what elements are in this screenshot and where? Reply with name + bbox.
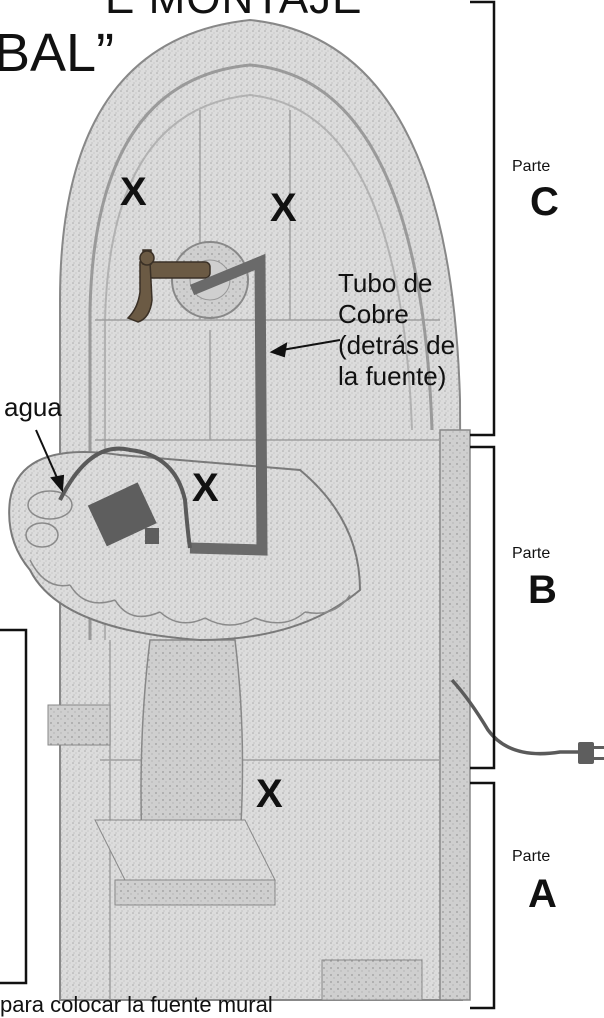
tube-callout-line-2: Cobre bbox=[338, 299, 455, 330]
part-a-label: A bbox=[528, 872, 557, 917]
part-b-label-small: Parte bbox=[512, 545, 550, 563]
x-mark-top-right: X bbox=[270, 186, 297, 231]
x-mark-bottom: X bbox=[256, 772, 283, 817]
part-a-bracket bbox=[470, 783, 494, 1008]
pedestal-base bbox=[95, 820, 275, 880]
tube-callout-line-3: (detrás de bbox=[338, 330, 455, 361]
tube-callout-line-4: la fuente) bbox=[338, 361, 455, 392]
part-a-label-small: Parte bbox=[512, 848, 550, 866]
part-c-bracket bbox=[470, 2, 494, 435]
x-mark-top-left: X bbox=[120, 170, 147, 215]
x-mark-middle: X bbox=[192, 466, 219, 511]
power-cable bbox=[452, 680, 580, 754]
tube-callout: Tubo de Cobre (detrás de la fuente) bbox=[338, 268, 455, 392]
part-c-label: C bbox=[530, 180, 559, 225]
left-foot bbox=[48, 705, 110, 745]
part-b-label: B bbox=[528, 568, 557, 613]
right-foot bbox=[322, 960, 422, 1000]
tube-callout-line-1: Tubo de bbox=[338, 268, 455, 299]
left-box-frame bbox=[0, 630, 26, 983]
water-callout: agua bbox=[4, 392, 62, 423]
bottom-caption: para colocar la fuente mural bbox=[0, 992, 273, 1018]
fountain-side-edge bbox=[440, 430, 470, 1000]
plug-icon bbox=[578, 742, 604, 764]
part-c-label-small: Parte bbox=[512, 158, 550, 176]
